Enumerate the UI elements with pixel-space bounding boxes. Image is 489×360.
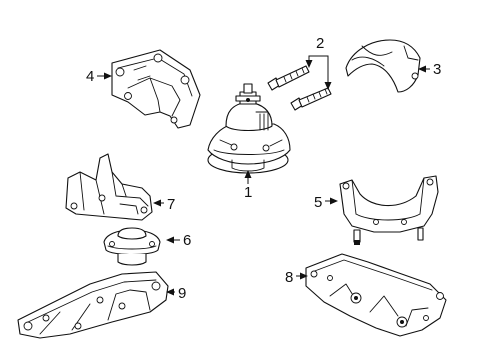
callout-2-label: 2	[316, 35, 324, 52]
transmission-crossmember-icon	[305, 253, 447, 337]
callout-3-label: 3	[433, 61, 441, 78]
callout-6: 6	[166, 232, 191, 249]
callout-8: 8	[285, 269, 308, 286]
heat-shield-icon	[345, 39, 421, 93]
transmission-mount-insulator-icon	[103, 227, 161, 266]
callout-3: 3	[418, 61, 441, 78]
callout-8-label: 8	[285, 269, 293, 286]
transmission-mount-bracket-icon	[339, 175, 439, 245]
callout-7-label: 7	[167, 196, 175, 213]
callout-9: 9	[166, 285, 186, 302]
engine-mount-icon	[207, 83, 291, 174]
callout-4: 4	[86, 68, 112, 85]
engine-support-bracket-icon	[65, 153, 153, 221]
callout-2: 2	[305, 35, 332, 90]
callout-1-label: 1	[244, 184, 252, 201]
mount-bolts-icon	[267, 65, 332, 111]
callout-5-label: 5	[314, 194, 322, 211]
upper-engine-bracket-icon	[111, 49, 201, 129]
callout-6-label: 6	[183, 232, 191, 249]
callout-4-label: 4	[86, 68, 94, 85]
callout-7: 7	[153, 196, 175, 213]
callout-9-label: 9	[178, 285, 186, 302]
support-crossmember-icon	[17, 271, 169, 339]
callout-1: 1	[244, 170, 252, 201]
callout-5: 5	[314, 194, 338, 211]
